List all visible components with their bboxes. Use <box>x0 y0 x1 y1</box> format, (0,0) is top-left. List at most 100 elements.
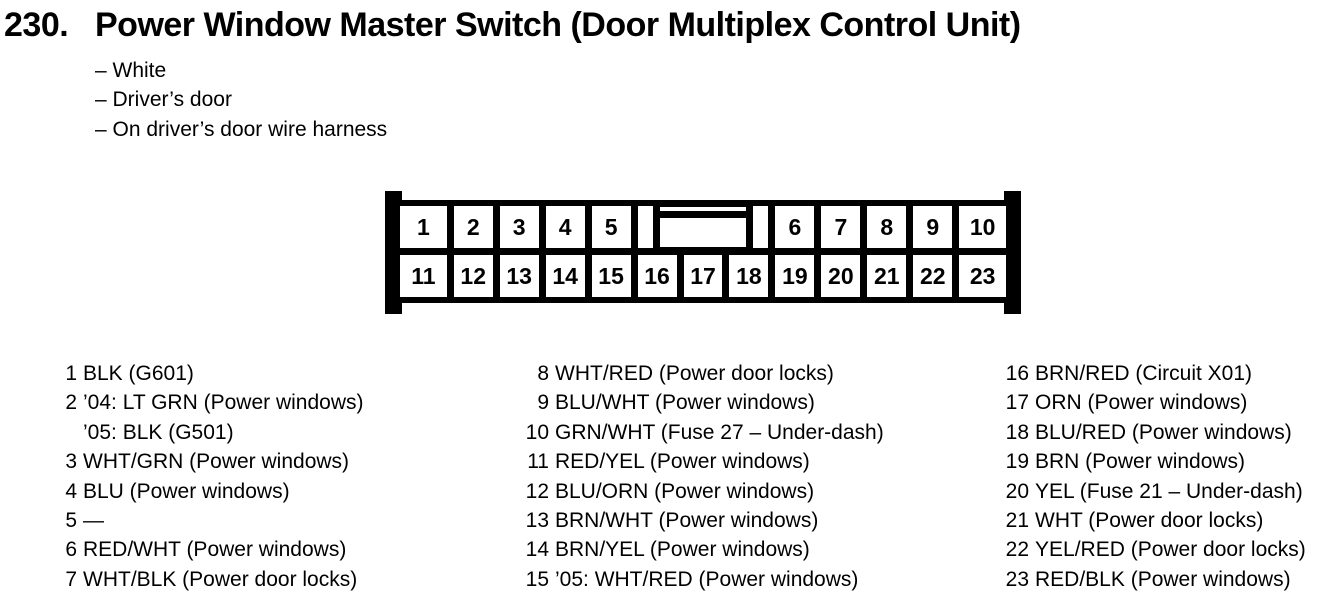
connector-pin-cell: 17 <box>683 255 723 297</box>
note-line: – Driver’s door <box>95 88 232 112</box>
connector-pin-cell: 4 <box>545 206 585 248</box>
connector-notes: – White – Driver’s door – On driver’s do… <box>95 56 387 144</box>
connector-pin-cell: 2 <box>453 206 493 248</box>
pin-description: RED/WHT (Power windows) <box>83 538 347 562</box>
pin-number: 4 <box>65 479 77 503</box>
pin-description: BLU (Power windows) <box>83 479 290 503</box>
pin-description: WHT/BLK (Power door locks) <box>83 567 358 591</box>
note-line: – On driver’s door wire harness <box>95 117 388 141</box>
pin-number: 9 <box>537 391 549 415</box>
note-line: – White <box>95 59 167 82</box>
connector-pin-cell: 11 <box>400 255 447 297</box>
pin-number: 15 <box>525 567 549 591</box>
pin-number: 22 <box>1005 538 1029 562</box>
connector-mount-tab <box>385 191 402 202</box>
connector-pin-cell: 21 <box>867 255 907 297</box>
connector-key-tab-rib <box>660 211 746 218</box>
connector-pin-grid: 1 2 3 4 5 6 7 8 9 10 11 12 13 14 15 16 1… <box>400 206 1006 297</box>
connector-diagram: 1 2 3 4 5 6 7 8 9 10 11 12 13 14 15 16 1… <box>385 190 1021 315</box>
pin-description: BLK (G601) <box>83 362 194 385</box>
connector-left-flange <box>385 191 394 314</box>
pin-number: 14 <box>525 538 549 562</box>
connector-pin-cell: 8 <box>867 206 907 248</box>
connector-pin-cell: 20 <box>821 255 861 297</box>
pin-number <box>53 418 77 447</box>
pin-number: 11 <box>527 450 549 474</box>
pin-number: 17 <box>1005 391 1029 415</box>
connector-right-flange <box>1012 191 1021 314</box>
connector-mount-tab <box>1004 191 1021 202</box>
page-title: 230. Power Window Master Switch (Door Mu… <box>4 6 1021 45</box>
pin-number: 3 <box>65 450 77 474</box>
pin-number: 16 <box>1005 362 1029 385</box>
pin-description: BRN (Power windows) <box>1035 450 1246 474</box>
connector-pin-cell: 5 <box>591 206 631 248</box>
pin-description: BLU/RED (Power windows) <box>1035 420 1292 444</box>
pin-number: 5 <box>65 509 77 533</box>
connector-pin-cell: 3 <box>499 206 539 248</box>
pin-row: ’05: BLK (G501) <box>53 418 363 447</box>
connector-pin-cell: 7 <box>821 206 861 248</box>
pin-number: 13 <box>525 509 549 533</box>
connector-pin-cell: 23 <box>959 255 1006 297</box>
pin-number: 12 <box>525 479 549 503</box>
pin-row: 5— <box>53 506 363 535</box>
pin-description: BLU/ORN (Power windows) <box>555 479 815 503</box>
connector-pin-cell: 13 <box>499 255 539 297</box>
connector-pin-cell: 9 <box>913 206 953 248</box>
pin-description: ’05: BLK (G501) <box>83 420 234 444</box>
pin-description: ’05: WHT/RED (Power windows) <box>555 567 859 591</box>
pin-row: 1 BLK (G601) <box>53 359 363 388</box>
connector-key-tab <box>653 200 753 254</box>
section-number: 230. <box>4 6 69 44</box>
pin-number: 20 <box>1005 479 1029 503</box>
pin-description: BRN/YEL (Power windows) <box>555 538 810 562</box>
pin-row: 15’05: WHT/RED (Power windows) <box>519 565 884 594</box>
connector-pin-cell: 1 <box>400 206 447 248</box>
pin-row: 2’04: LT GRN (Power windows) <box>53 388 363 417</box>
pin-description: WHT (Power door locks) <box>1035 509 1264 533</box>
pin-description: BLU/WHT (Power windows) <box>555 391 815 415</box>
connector-pin-cell: 22 <box>913 255 953 297</box>
connector-pin-cell: 12 <box>453 255 493 297</box>
pin-number: 10 <box>525 420 549 444</box>
pin-number: 18 <box>1005 420 1029 444</box>
pin-description: — <box>83 509 104 533</box>
pin-description: BRN/WHT (Power windows) <box>555 509 819 533</box>
pin-number: 19 <box>1005 450 1029 474</box>
pin-number: 8 <box>537 362 549 385</box>
connector-pin-cell: 6 <box>775 206 815 248</box>
pin-description: RED/YEL (Power windows) <box>555 450 810 474</box>
connector-pin-cell: 18 <box>729 255 769 297</box>
pin-description: YEL/RED (Power door locks) <box>1035 538 1306 562</box>
connector-pin-cell: 19 <box>775 255 815 297</box>
pin-description: YEL (Fuse 21 – Under-dash) <box>1035 479 1303 503</box>
pin-number: 23 <box>1005 567 1029 591</box>
pin-number: 6 <box>65 538 77 562</box>
pin-number: 1 <box>65 362 77 385</box>
pin-description: ’04: LT GRN (Power windows) <box>83 391 364 415</box>
connector-pin-cell: 15 <box>591 255 631 297</box>
pin-description: GRN/WHT (Fuse 27 – Under-dash) <box>555 420 884 444</box>
connector-mount-tab <box>1004 303 1021 314</box>
pin-number: 21 <box>1005 509 1029 533</box>
